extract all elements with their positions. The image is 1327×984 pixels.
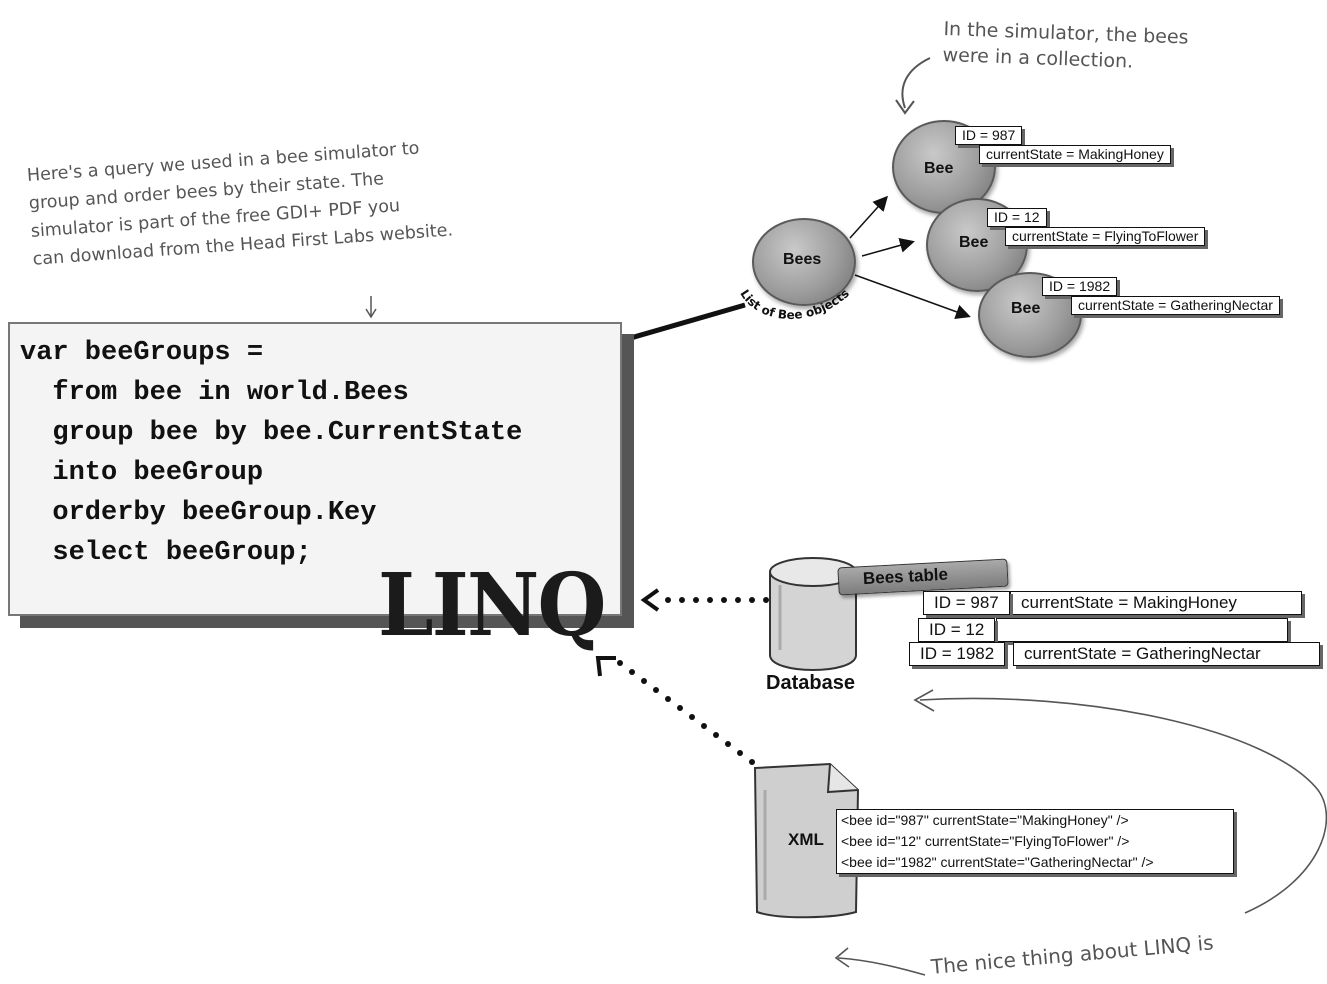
db-row-2-state xyxy=(996,618,1288,642)
bees-to-bee2-arrow xyxy=(861,238,915,257)
xml-label: XML xyxy=(788,830,824,849)
code-line-4: into beeGroup xyxy=(20,458,264,488)
bees-to-bee1-arrow xyxy=(849,195,889,239)
nice-note-curve xyxy=(919,697,1327,914)
bee-2-label: Bee xyxy=(959,234,989,251)
bee-1-id: ID = 987 xyxy=(955,126,1023,145)
code-line-6: select beeGroup; xyxy=(20,538,312,568)
bees-to-bee3-arrow xyxy=(854,274,971,319)
bees-table-label: Bees table xyxy=(862,564,949,589)
bee-1-state: currentState = MakingHoney xyxy=(979,145,1171,164)
xml-line-2: <bee id="12" currentState="FlyingToFlowe… xyxy=(841,833,1130,849)
xml-line-1: <bee id="987" currentState="MakingHoney"… xyxy=(841,812,1129,828)
xml-document-shape xyxy=(753,762,860,919)
code-line-2: from bee in world.Bees xyxy=(20,378,409,408)
db-row-3-id: ID = 1982 xyxy=(909,642,1006,666)
code-line-1: var beeGroups = xyxy=(20,338,264,368)
xml-to-linq-dots xyxy=(617,660,755,765)
database-to-linq-arrowhead xyxy=(640,588,660,612)
query-code-panel: var beeGroups = from bee in world.Bees g… xyxy=(8,322,622,616)
database-cylinder xyxy=(769,557,857,671)
collection-note: In the simulator, the bees were in a col… xyxy=(942,16,1189,77)
bee-1-label: Bee xyxy=(924,160,954,177)
bee-2-id: ID = 12 xyxy=(987,208,1047,227)
database-to-linq-dots xyxy=(665,597,769,603)
db-row-3-state: currentState = GatheringNectar xyxy=(1013,642,1320,666)
xml-content-box: <bee id="987" currentState="MakingHoney"… xyxy=(836,809,1234,874)
bee-3-id: ID = 1982 xyxy=(1042,277,1118,296)
linq-logo: LINQ xyxy=(378,555,606,656)
db-row-1-state: currentState = MakingHoney xyxy=(1010,591,1302,615)
bee-2-state: currentState = FlyingToFlower xyxy=(1005,227,1206,246)
database-label: Database xyxy=(766,672,855,694)
code-line-3: group bee by bee.CurrentState xyxy=(20,418,523,448)
bees-collection-circle: Bees xyxy=(752,218,856,306)
collection-note-arrow xyxy=(901,57,931,109)
nice-note-small-arrow xyxy=(837,957,926,976)
bee-3-label: Bee xyxy=(1011,300,1041,317)
code-line-5: orderby beeGroup.Key xyxy=(20,498,377,528)
db-row-1-id: ID = 987 xyxy=(923,591,1010,615)
bees-collection-label: Bees xyxy=(783,251,822,268)
xml-to-linq-arrowhead xyxy=(595,656,616,677)
db-row-2-id: ID = 12 xyxy=(918,618,996,642)
bee-3-state: currentState = GatheringNectar xyxy=(1071,296,1280,315)
xml-line-3: <bee id="1982" currentState="GatheringNe… xyxy=(841,854,1154,870)
